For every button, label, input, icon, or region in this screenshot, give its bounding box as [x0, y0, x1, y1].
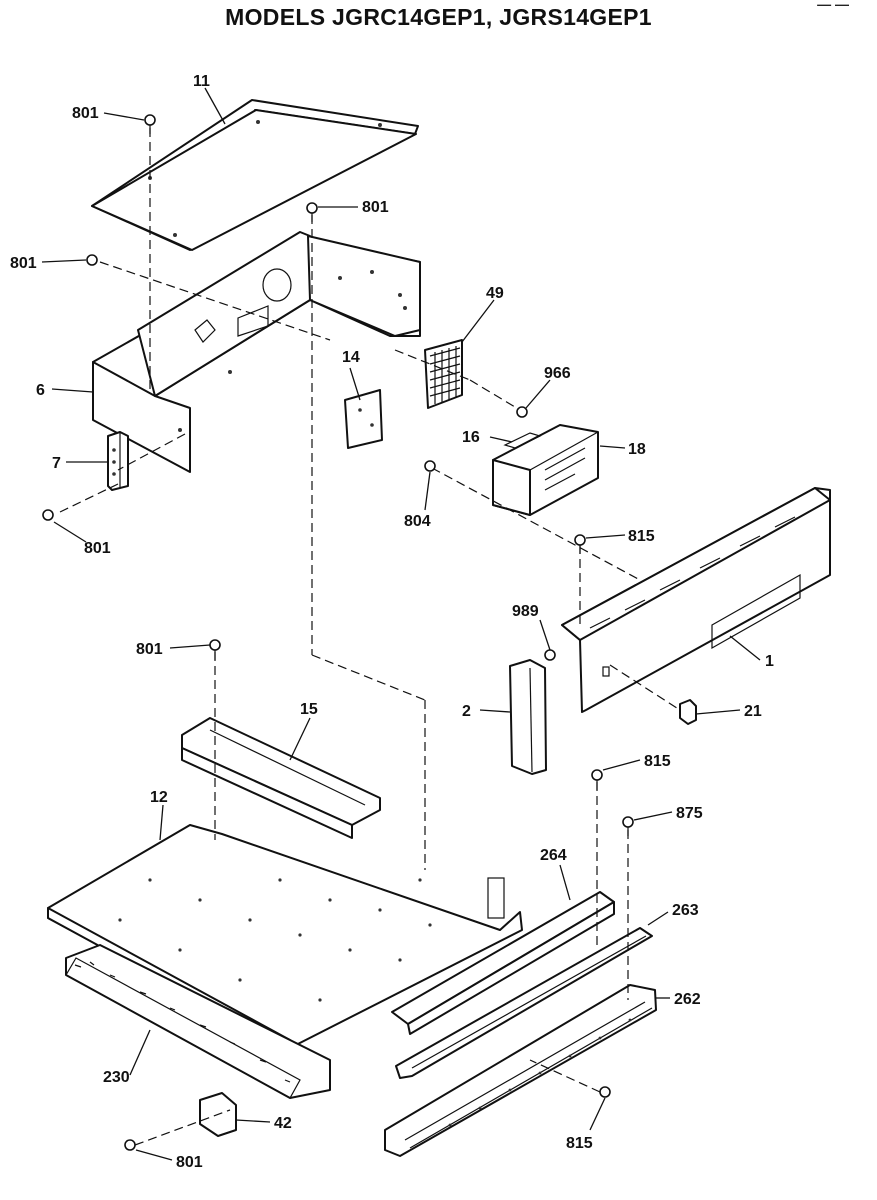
screw-801-left	[86, 254, 98, 266]
label-989: 989	[512, 603, 539, 620]
part-11-top-cover	[91, 99, 419, 251]
label-12: 12	[150, 789, 168, 806]
label-801-bottom: 801	[136, 641, 163, 658]
label-7: 7	[52, 455, 61, 472]
label-1: 1	[765, 653, 774, 670]
part-12-bottom-panel	[47, 824, 523, 1051]
label-801-left: 801	[10, 255, 37, 272]
part-21-clip	[679, 699, 697, 725]
label-801-foot: 801	[176, 1154, 203, 1171]
label-815-rail: 815	[644, 753, 671, 770]
screw-815-rail	[591, 769, 603, 790]
part-263-trim-rail	[395, 927, 653, 1079]
part-6-cabinet-frame	[92, 231, 421, 473]
label-801-bracket: 801	[84, 540, 111, 557]
label-49: 49	[486, 285, 504, 302]
label-42: 42	[274, 1115, 292, 1132]
label-2: 2	[462, 703, 471, 720]
part-1-control-panel	[561, 487, 831, 713]
screw-801-mid	[306, 202, 318, 222]
screw-804	[424, 460, 436, 472]
screw-801-foot	[124, 1139, 136, 1151]
label-21: 21	[744, 703, 762, 720]
screw-801-top	[144, 114, 156, 134]
label-264: 264	[540, 847, 567, 864]
label-966: 966	[544, 365, 571, 382]
label-18: 18	[628, 441, 646, 458]
screw-815-panel	[574, 534, 586, 554]
screw-989	[544, 649, 556, 661]
leader-lines	[41, 87, 761, 1161]
label-815-kick: 815	[566, 1135, 593, 1152]
label-801-top: 801	[72, 105, 99, 122]
label-801-mid: 801	[362, 199, 389, 216]
part-15-channel	[181, 717, 381, 839]
label-6: 6	[36, 382, 45, 399]
label-815-panel: 815	[628, 528, 655, 545]
label-16: 16	[462, 429, 480, 446]
assembly-lines	[59, 128, 681, 1146]
label-804: 804	[404, 513, 431, 530]
label-14: 14	[342, 349, 360, 366]
corner-text: — —	[817, 0, 849, 12]
screw-815-kick	[599, 1086, 611, 1098]
part-49-mesh-screen	[424, 339, 463, 409]
part-2-side-trim	[509, 659, 547, 775]
label-15: 15	[300, 701, 318, 718]
label-263: 263	[672, 902, 699, 919]
part-262-kick-plate	[384, 984, 657, 1157]
label-11: 11	[193, 73, 210, 90]
part-14-plate	[344, 389, 383, 449]
part-230-insulation	[65, 944, 331, 1099]
label-262: 262	[674, 991, 701, 1008]
label-875: 875	[676, 805, 703, 822]
screw-875	[622, 816, 634, 836]
part-labels: 11 801 801 801 6 7 801 14 49 966 16 18 8…	[10, 73, 774, 1171]
label-230: 230	[103, 1069, 130, 1086]
diagram-title: MODELS JGRC14GEP1, JGRS14GEP1	[225, 4, 652, 30]
part-7-bracket	[107, 431, 129, 491]
screw-801-bottom	[209, 639, 221, 660]
fasteners	[42, 114, 634, 1151]
part-16-18-control-assembly	[492, 424, 599, 516]
part-264-rail	[391, 891, 615, 1035]
screw-966	[516, 406, 528, 418]
screw-801-bracket	[42, 509, 54, 521]
